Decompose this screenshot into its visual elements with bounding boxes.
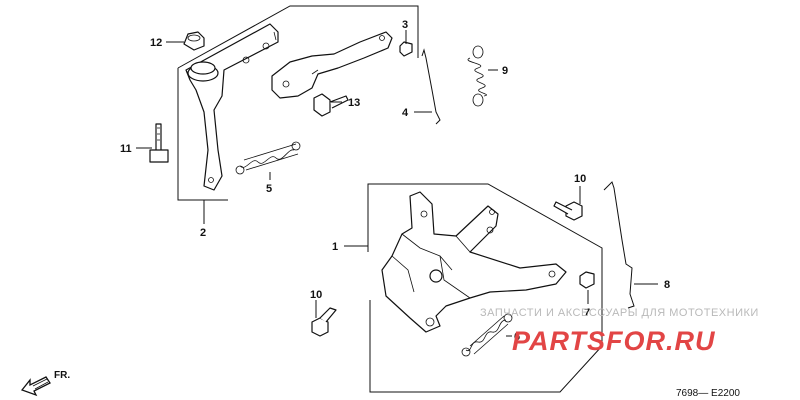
callout-6: 6 (514, 331, 520, 343)
flange-bolt-10-upper (553, 201, 583, 221)
callout-1: 1 (332, 241, 338, 253)
callout-4: 4 (402, 107, 409, 119)
flange-bolt-13 (313, 93, 349, 117)
callout-10-lower: 10 (310, 289, 322, 301)
spring-6 (461, 313, 513, 357)
choke-rod-8 (603, 181, 635, 309)
callout-9: 9 (502, 65, 508, 77)
governor-rod-4 (421, 48, 441, 125)
bolt-11 (149, 123, 169, 163)
control-lever-arm (185, 23, 279, 191)
lower-assembly-frame (367, 183, 603, 393)
spring-5 (235, 141, 301, 175)
front-direction-label: FR. (54, 370, 70, 381)
front-direction-arrow (20, 376, 51, 397)
diagram-code: 7698— E2200 (676, 388, 740, 399)
callout-13: 13 (348, 97, 360, 109)
callout-8: 8 (664, 279, 670, 291)
flange-nut-12 (183, 31, 205, 51)
callout-11: 11 (120, 143, 132, 155)
upper-assembly-frame (177, 5, 419, 201)
callout-10-upper: 10 (574, 173, 586, 185)
watermark-tagline: ЗАПЧАСТИ И АКСЕССУАРЫ ДЛЯ МОТОТЕХНИКИ (480, 307, 759, 319)
callout-3: 3 (402, 19, 408, 31)
callout-5: 5 (266, 183, 272, 195)
callout-7: 7 (584, 307, 590, 319)
collar-3 (399, 41, 413, 57)
watermark-brand: PARTSFOR.RU (512, 326, 716, 356)
spring-9 (467, 45, 487, 107)
callout-12: 12 (150, 37, 162, 49)
leader-lines (136, 30, 658, 337)
collar-7 (579, 271, 595, 289)
callout-2: 2 (200, 227, 206, 239)
control-base-assembly (381, 191, 567, 333)
flange-bolt-10-lower (311, 307, 337, 337)
throttle-link-plate (271, 31, 393, 99)
